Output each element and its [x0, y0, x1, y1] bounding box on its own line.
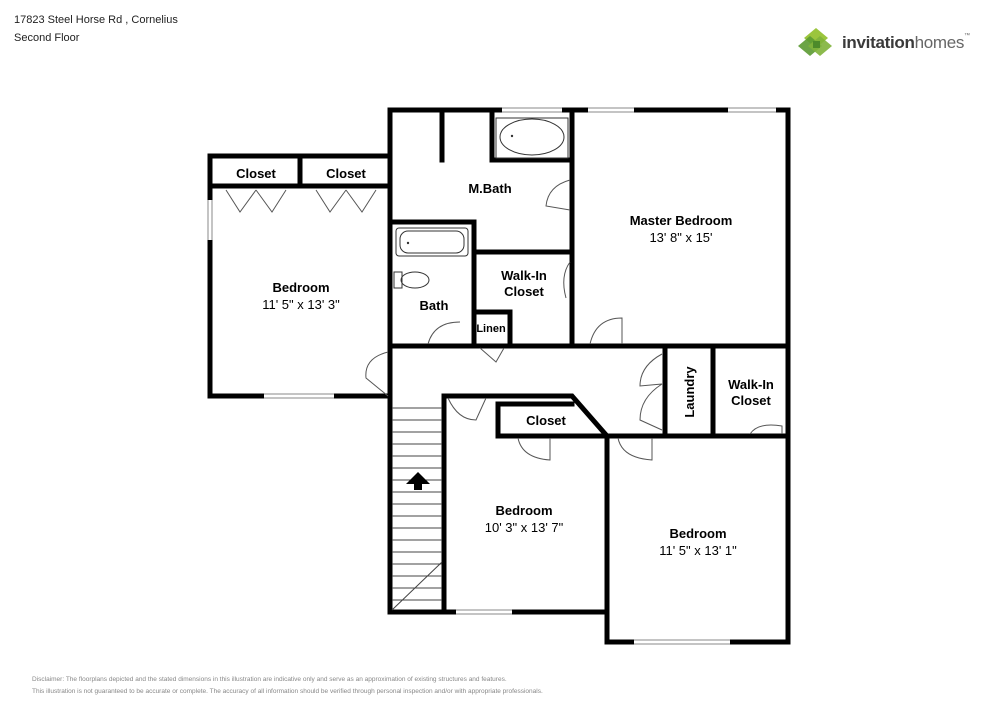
room-laundry: Laundry — [682, 366, 697, 418]
room-bath: Bath — [420, 298, 449, 313]
room-walkin-closet-1-l1: Walk-In — [501, 268, 547, 283]
room-closet-1: Closet — [236, 166, 276, 181]
room-master-bedroom: Master Bedroom — [630, 213, 733, 228]
logo-mark-icon — [798, 28, 832, 56]
disclaimer-line-1: Disclaimer: The floorplans depicted and … — [32, 676, 507, 683]
room-bedroom-right: Bedroom — [669, 526, 726, 541]
room-master-bedroom-dims: 13' 8" x 15' — [649, 230, 712, 245]
room-walkin-closet-2-l1: Walk-In — [728, 377, 774, 392]
room-linen: Linen — [476, 323, 506, 335]
brand-logo: invitationhomes™ — [798, 26, 978, 62]
room-closet-3: Closet — [526, 413, 566, 428]
room-bedroom-left-dims: 11' 5" x 13' 3" — [262, 297, 340, 312]
disclaimer-line-2: This illustration is not guaranteed to b… — [32, 688, 543, 695]
room-bedroom-mid-dims: 10' 3" x 13' 7" — [485, 520, 564, 535]
room-bedroom-mid: Bedroom — [495, 503, 552, 518]
room-bedroom-right-dims: 11' 5" x 13' 1" — [659, 543, 737, 558]
room-m-bath: M.Bath — [468, 181, 511, 196]
floor-label: Second Floor — [14, 32, 80, 44]
brand-name: invitationhomes™ — [842, 33, 970, 52]
room-walkin-closet-2-l2: Closet — [731, 393, 771, 408]
room-walkin-closet-1-l2: Closet — [504, 284, 544, 299]
stair-arrow-icon — [406, 472, 430, 490]
room-bedroom-left: Bedroom — [272, 280, 329, 295]
property-address: 17823 Steel Horse Rd , Cornelius — [14, 14, 178, 26]
room-closet-2: Closet — [326, 166, 366, 181]
